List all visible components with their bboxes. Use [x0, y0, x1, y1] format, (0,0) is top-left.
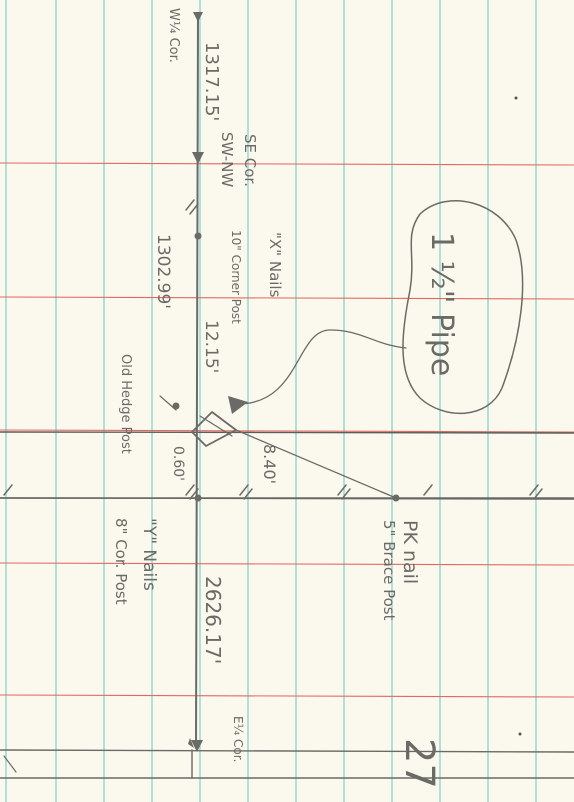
pipe-marker-icon	[228, 396, 248, 414]
distance-8-40-label: 8.40'	[260, 444, 279, 484]
w-quarter-monument-icon	[193, 12, 203, 22]
old-hedge-post-label: Old Hedge Post	[118, 354, 133, 454]
distance-0-60-label: 0.60'	[170, 446, 186, 481]
sketch-labels: W¼ Cor. 1317.15' SE Cor. SW-NW 10" Corne…	[112, 8, 459, 789]
corner-post-dot-icon	[194, 232, 202, 240]
distance-1317-label: 1317.15'	[201, 42, 222, 121]
pk-nail-dot-icon	[194, 494, 202, 502]
e-quarter-cor-label: E¼ Cor.	[231, 716, 245, 762]
e-quarter-monument-icon	[191, 740, 203, 752]
monuments	[172, 12, 400, 752]
y-nails-label: "Y" Nails	[139, 518, 159, 591]
pipe-outline	[402, 199, 524, 415]
sw-nw-label: SW-NW	[218, 132, 236, 187]
e-quarter-arrow-icon	[188, 738, 194, 748]
red-grid-lines	[0, 162, 574, 698]
se-cor-label: SE Cor.	[241, 134, 259, 187]
stray-mark	[514, 96, 518, 100]
page-number: 27	[396, 738, 442, 789]
tie-line	[235, 429, 397, 499]
teal-grid-lines	[5, 0, 537, 802]
pipe-label: 1 ½" Pipe	[424, 232, 459, 376]
brace-post-label: 5" Brace Post	[380, 520, 398, 621]
triangle-sketch	[191, 411, 237, 447]
cor-post-8-label: 8" Cor. Post	[112, 518, 130, 605]
corner-post-label: 10" Corner Post	[229, 230, 243, 324]
distance-2626-label: 2626.17'	[201, 576, 225, 664]
distance-1302-label: 1302.99'	[153, 234, 173, 309]
stray-mark	[518, 732, 522, 736]
hedge-post-dot-icon	[172, 402, 180, 410]
pk-nail-label: PK nail	[399, 520, 421, 584]
w-quarter-cor-label: W¼ Cor.	[166, 8, 181, 63]
brace-post-dot-icon	[392, 494, 400, 502]
x-nails-label: "X" Nails	[266, 232, 284, 298]
se-corner-monument-icon	[192, 152, 204, 164]
leader-line	[237, 329, 407, 405]
distance-12-15-label: 12.15'	[201, 320, 221, 373]
section-line	[195, 13, 199, 749]
